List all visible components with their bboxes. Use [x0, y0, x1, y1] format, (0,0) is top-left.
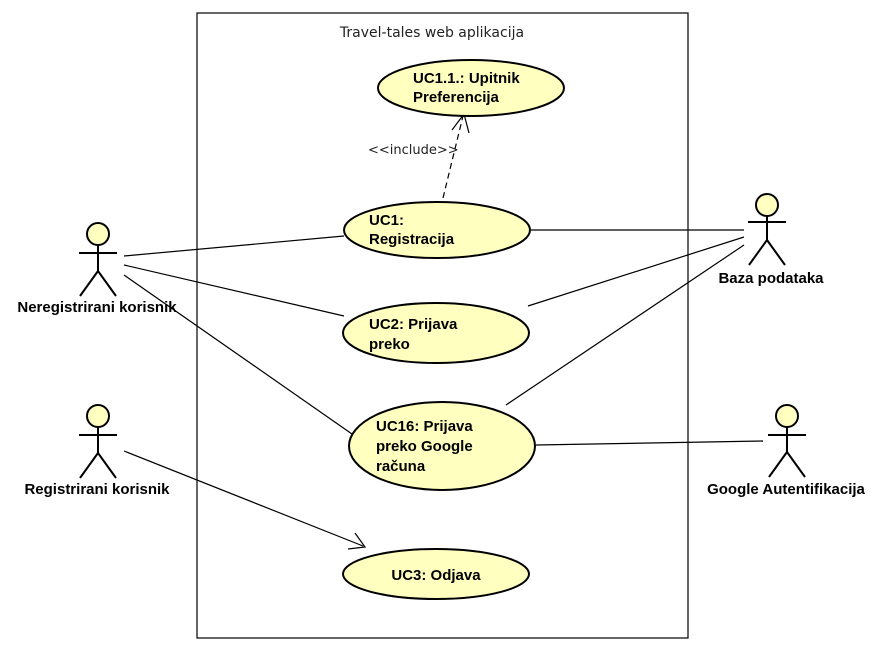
- assoc-unregistered-uc16: [123, 274, 353, 435]
- uc2-line1: UC2: Prijava: [369, 316, 458, 333]
- include-dependency: [442, 115, 464, 199]
- uc16-line1: UC16: Prijava: [376, 418, 473, 435]
- use-case-uc1[interactable]: UC1: Registracija: [343, 201, 531, 259]
- svg-text:UC3: Odjava: UC3: Odjava: [391, 567, 481, 584]
- uc3-line1: UC3: Odjava: [391, 567, 481, 584]
- actor-database-label: Baza podataka: [718, 270, 824, 287]
- uc1-1-line1: UC1.1.: Upitnik: [413, 70, 520, 87]
- uc2-line2: preko: [369, 336, 410, 353]
- use-case-uc3[interactable]: UC3: Odjava: [342, 548, 530, 600]
- actor-unregistered-label: Neregistrirani korisnik: [17, 299, 177, 316]
- actor-unregistered[interactable]: Neregistrirani korisnik: [17, 222, 177, 316]
- uc1-line1: UC1:: [369, 212, 404, 229]
- actor-registered[interactable]: Registrirani korisnik: [24, 404, 170, 498]
- assoc-unregistered-uc2: [123, 264, 345, 317]
- svg-text:UC1:Registracija: UC1: Registracija: [369, 212, 455, 248]
- actor-database[interactable]: Baza podataka: [718, 193, 824, 287]
- assoc-registered-uc3: [123, 450, 364, 547]
- assoc-unregistered-uc1: [123, 235, 345, 257]
- uc16-line2: preko Google: [376, 438, 473, 455]
- associations: [123, 229, 764, 550]
- actor-registered-label: Registrirani korisnik: [24, 481, 170, 498]
- uc1-1-line2: Preferencija: [413, 89, 500, 106]
- assoc-uc2-database: [527, 236, 745, 307]
- system-title: Travel-tales web aplikacija: [339, 25, 524, 41]
- assoc-uc16-database: [505, 244, 745, 406]
- assoc-uc16-google: [535, 440, 764, 446]
- arrowhead-uc3: [347, 532, 367, 550]
- use-case-uc16[interactable]: UC16: Prijava preko Google računa: [348, 401, 536, 491]
- include-label: <<include>>: [368, 143, 459, 158]
- uc16-line3: računa: [376, 458, 426, 475]
- actor-google-auth-label: Google Autentifikacija: [707, 481, 865, 498]
- actor-google-auth[interactable]: Google Autentifikacija: [707, 404, 866, 498]
- uc1-line2: Registracija: [369, 231, 455, 248]
- use-case-uc2[interactable]: UC2: Prijava preko: [342, 302, 530, 364]
